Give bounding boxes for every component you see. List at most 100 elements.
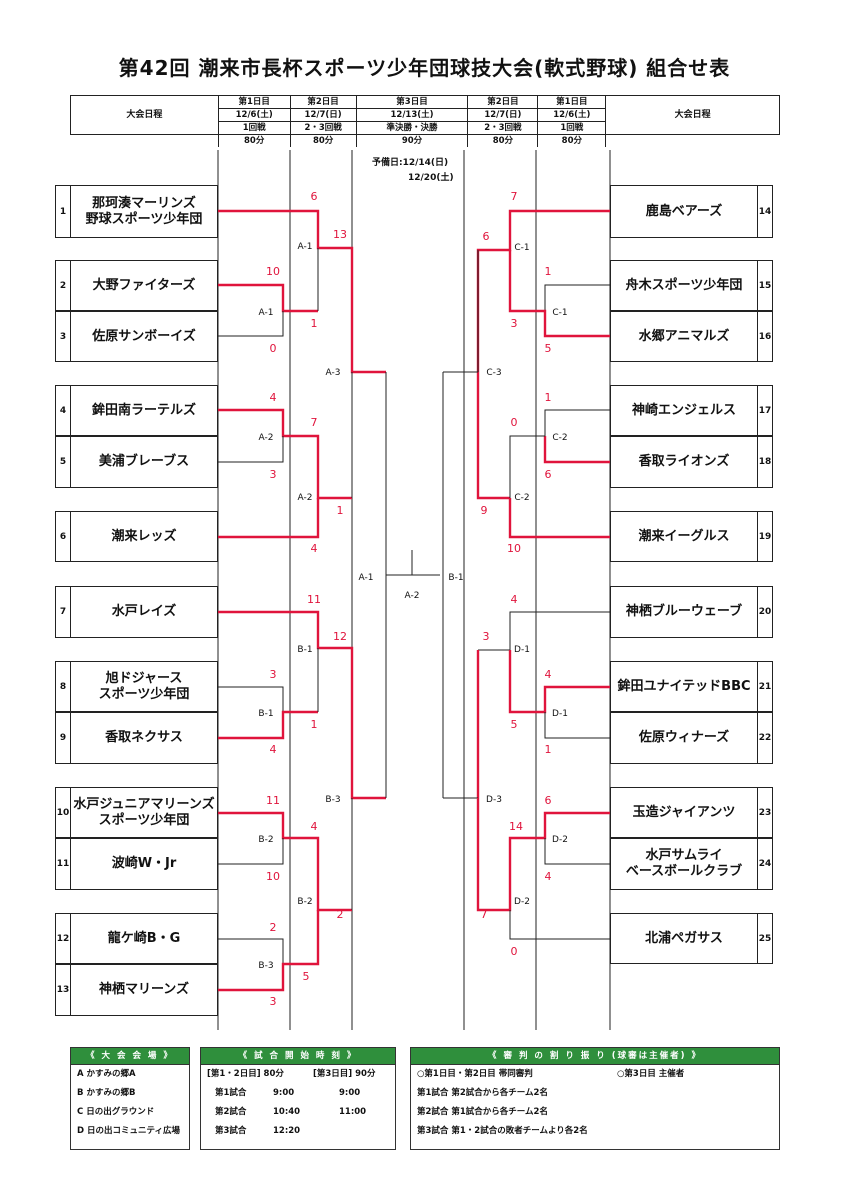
score-label: 4 [511,593,518,606]
score-label: 1 [311,317,318,330]
team-number: 12 [55,913,71,964]
team-name: 鹿島ベアーズ [610,185,758,238]
score-label: 12 [333,630,347,643]
team-name: 旭ドジャース スポーツ少年団 [70,661,218,712]
match-label: A-2 [298,493,313,503]
score-label: 4 [311,542,318,555]
winner-line [218,610,386,800]
score-label: 4 [545,870,552,883]
bracket-line [218,436,284,463]
winner-line [508,650,610,714]
schedule-round: 1回戦 [537,121,607,135]
score-label: 2 [270,921,277,934]
start-time-t1: 9:00 [273,1088,295,1098]
score-label: 3 [270,468,277,481]
team-name: 水郷アニマルズ [610,311,758,362]
team-name: 香取ネクサス [70,712,218,764]
team-name: 佐原サンボーイズ [70,311,218,362]
team-number: 14 [757,185,773,238]
schedule-time: 80分 [289,134,357,147]
bracket-line [509,910,610,940]
bracket-line [544,409,610,436]
match-label: B-3 [325,795,340,805]
team-name: 龍ケ崎B・G [70,913,218,964]
score-label: 7 [311,416,318,429]
winner-line [218,209,386,374]
score-label: 10 [266,870,280,883]
team-number: 9 [55,712,71,764]
score-label: 2 [337,908,344,921]
start-time-header: 《 試 合 開 始 時 刻 》 [201,1048,395,1065]
bracket-line [218,838,284,865]
venue-item: A かすみの郷A [77,1069,136,1079]
bracket-line [544,838,610,865]
team-name: 舟木スポーツ少年団 [610,260,758,311]
team-number: 11 [55,838,71,890]
match-label: A-3 [326,368,341,378]
winner-line [508,250,610,338]
start-time-panel: 《 試 合 開 始 時 刻 》 [第1・2日目] 80分 [第3日目] 90分 … [200,1047,396,1150]
score-label: 0 [511,945,518,958]
match-label: B-2 [258,835,273,845]
start-time-label: 第3試合 [215,1126,247,1136]
score-label: 3 [270,668,277,681]
schedule-time: 80分 [537,134,607,147]
bracket-line [218,938,284,964]
match-label: C-2 [552,433,567,443]
schedule-label-left: 大会日程 [70,95,219,135]
score-label: 1 [337,504,344,517]
score-label: 1 [311,718,318,731]
score-label: 4 [270,391,277,404]
team-name: 美浦ブレーブス [70,436,218,488]
match-label: D-2 [514,897,530,907]
team-number: 15 [757,260,773,311]
bracket-line [509,435,545,498]
umpire-line: 第1試合 第2試合から各チーム2名 [417,1088,548,1098]
team-name: 鉾田ユナイテッドBBC [610,661,758,712]
start-time-t2: 11:00 [339,1107,367,1117]
match-label: A-1 [298,242,313,252]
team-name: 那珂湊マーリンズ 野球スポーツ少年団 [70,185,218,238]
venue-item: B かすみの郷B [77,1088,136,1098]
score-label: 0 [511,416,518,429]
umpire-line: 第3試合 第1・2試合の敗者チームより各2名 [417,1126,588,1136]
winner-line [218,710,318,740]
score-label: 7 [511,190,518,203]
winner-line [476,209,610,500]
team-name: 神栖マリーンズ [70,964,218,1016]
team-number: 17 [757,385,773,436]
start-time-t2: 9:00 [339,1088,361,1098]
team-name: 波崎W・Jr [70,838,218,890]
score-label: 5 [545,342,552,355]
winner-line [218,811,352,912]
team-name: 大野ファイターズ [70,260,218,311]
team-number: 3 [55,311,71,362]
score-label: 6 [483,230,490,243]
team-number: 1 [55,185,71,238]
bracket-line [478,611,610,651]
winner-line [218,283,318,313]
score-label: 4 [545,668,552,681]
team-number: 18 [757,436,773,488]
venue-item: C 日の出グラウンド [77,1107,155,1117]
schedule-round: 2・3回戦 [289,121,357,135]
team-name: 佐原ウィナーズ [610,712,758,764]
umpire-line: ○第1日目・第2日目 帯同審判 [417,1069,533,1079]
start-time-col1-head: [第1・2日目] 80分 [207,1069,284,1079]
team-number: 25 [757,913,773,964]
score-label: 3 [270,995,277,1008]
winner-line [218,498,320,539]
team-name: 水戸ジュニアマリーンズ スポーツ少年団 [70,787,218,838]
team-name: 北浦ペガサス [610,913,758,964]
start-time-label: 第2試合 [215,1107,247,1117]
team-number: 5 [55,436,71,488]
winner-line [508,498,610,539]
team-number: 13 [55,964,71,1016]
winner-line [543,436,610,464]
team-number: 19 [757,511,773,562]
score-label: 6 [545,794,552,807]
team-number: 21 [757,661,773,712]
match-label: B-2 [297,897,312,907]
match-label: B-1 [448,573,463,583]
